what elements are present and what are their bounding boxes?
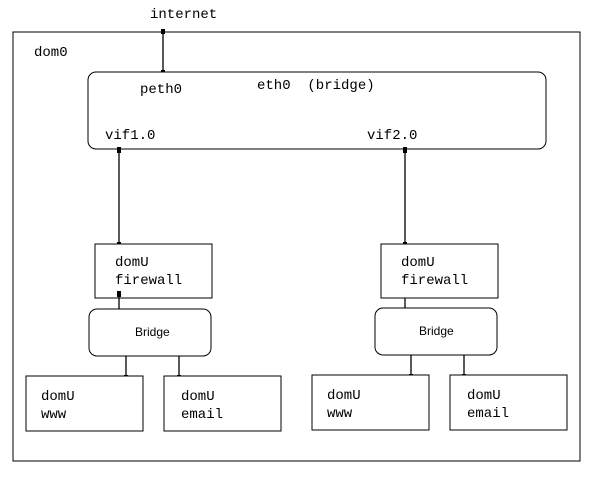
internet-label: internet [150, 7, 217, 23]
right-www-line2: www [327, 406, 353, 422]
right-email-line2: email [467, 406, 509, 422]
left-bridge-box [88, 308, 212, 357]
right-www-line1: domU [327, 388, 361, 404]
left-email-line1: domU [181, 389, 215, 405]
right-firewall-line2: firewall [401, 273, 468, 289]
left-firewall-box [94, 243, 213, 299]
right-bridge-box [374, 307, 498, 356]
internet-connector [161, 29, 165, 34]
eth0-bridge-title: eth0 (bridge) [257, 78, 375, 94]
peth0-label: peth0 [140, 82, 182, 98]
right-firewall-line1: domU [401, 255, 435, 271]
vif2-label: vif2.0 [367, 128, 417, 144]
right-bridge-label: Bridge [419, 324, 454, 338]
left-email-box [163, 375, 282, 432]
right-firewall-box [380, 243, 499, 299]
left-www-line1: domU [41, 389, 75, 405]
left-firewall-connector [117, 291, 121, 297]
left-www-line2: www [41, 407, 67, 423]
right-www-box [311, 374, 430, 431]
right-email-line1: domU [467, 388, 501, 404]
left-firewall-line1: domU [115, 255, 149, 271]
dom0-label: dom0 [34, 45, 68, 61]
vif1-connector-top [117, 147, 121, 153]
eth0-bridge-box [87, 71, 547, 150]
left-email-line2: email [181, 407, 223, 423]
left-www-box [25, 375, 144, 432]
vif1-label: vif1.0 [105, 128, 155, 144]
left-firewall-line2: firewall [115, 273, 182, 289]
left-bridge-label: Bridge [135, 325, 170, 339]
vif2-connector-top [403, 147, 407, 153]
right-email-box [449, 374, 568, 431]
